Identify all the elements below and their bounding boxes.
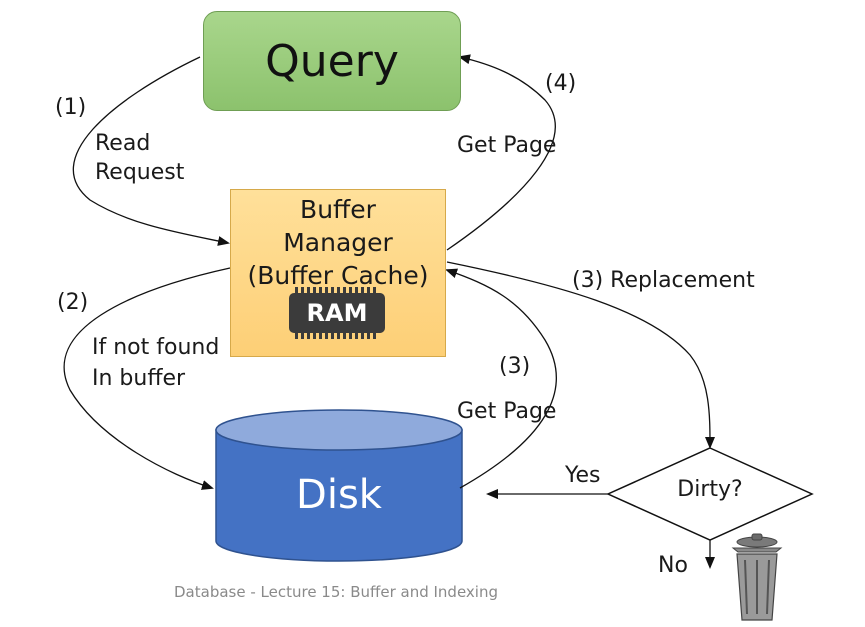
step1-label-line1: Read — [95, 131, 151, 156]
step2-label-line2: In buffer — [92, 366, 186, 391]
yes-label: Yes — [565, 463, 601, 488]
arrow-get-page-to-query — [446, 54, 556, 251]
step4-label: Get Page — [457, 133, 557, 158]
step3-get-number: (3) — [499, 354, 531, 379]
ram-label: RAM — [306, 299, 368, 327]
step3-get-label: Get Page — [457, 399, 557, 424]
step3-replacement-label: (3) Replacement — [572, 268, 755, 293]
step2-label-line1: If not found — [92, 335, 220, 360]
query-box: Query — [203, 11, 461, 111]
arrow-if-not-found — [63, 267, 231, 490]
footer-caption: Database - Lecture 15: Buffer and Indexi… — [174, 583, 498, 601]
step1-number: (1) — [55, 95, 87, 120]
ram-chip-icon: RAM — [289, 287, 385, 339]
no-label: No — [658, 553, 688, 578]
trash-can-icon — [731, 533, 783, 621]
disk-cylinder — [215, 409, 463, 562]
step2-number: (2) — [57, 290, 89, 315]
arrow-get-page-from-disk — [445, 268, 557, 489]
step1-label-line2: Request — [95, 160, 185, 185]
step4-number: (4) — [545, 71, 577, 96]
buffer-manager-box: Buffer Manager (Buffer Cache) RAM — [230, 189, 446, 357]
buffer-label-line2: Manager — [283, 228, 393, 257]
arrow-replacement — [446, 261, 715, 449]
buffer-label-line1: Buffer — [300, 195, 376, 224]
disk-label: Disk — [296, 472, 382, 518]
buffer-label-line3: (Buffer Cache) — [247, 261, 429, 290]
query-label: Query — [265, 35, 399, 87]
arrow-read-request — [72, 56, 230, 246]
dirty-label: Dirty? — [677, 477, 743, 502]
